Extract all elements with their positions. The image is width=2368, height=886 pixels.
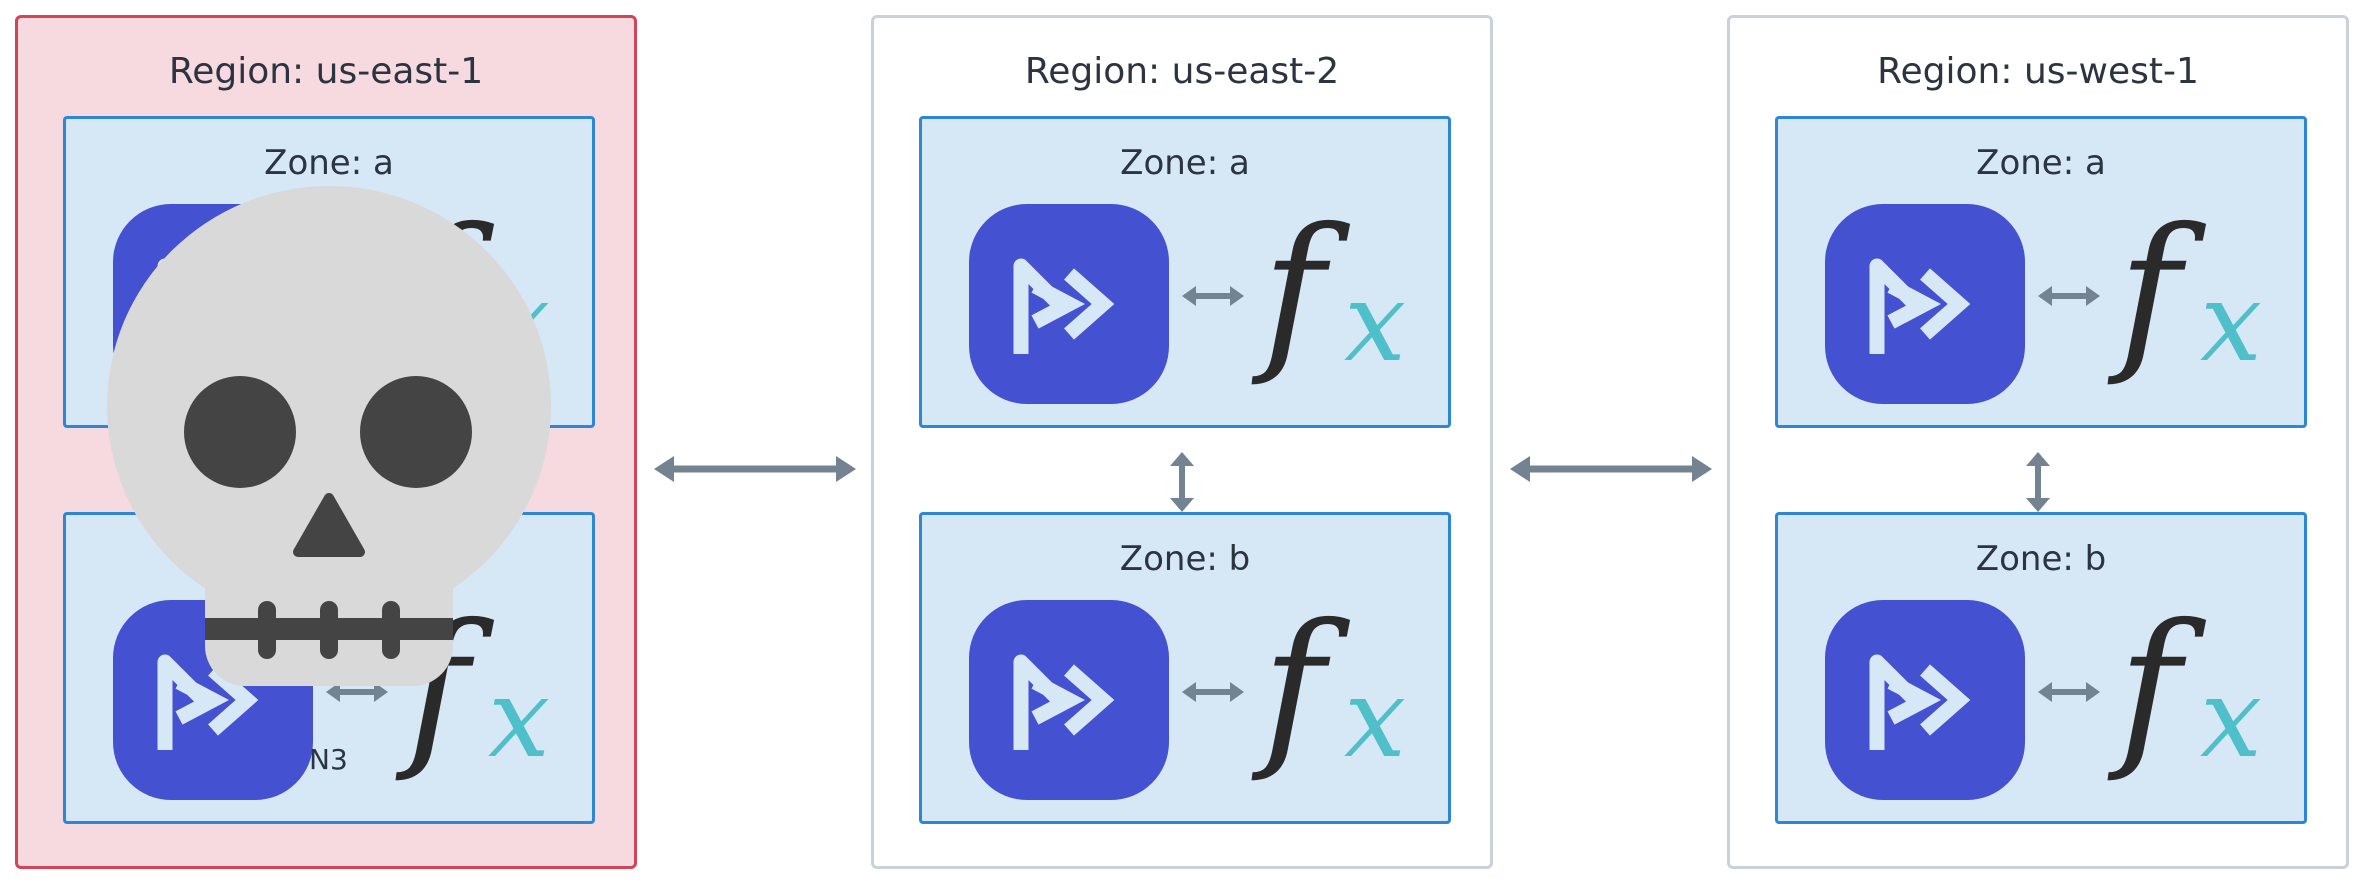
fx-x-glyph: x: [2200, 258, 2263, 386]
app-icon: [969, 204, 1169, 404]
fx-x-glyph: x: [1344, 654, 1407, 782]
skull-icon: [107, 186, 551, 686]
zone-b: Zone: b f x: [1775, 512, 2307, 824]
zone-title: Zone: a: [264, 143, 394, 183]
function-fx-icon: f x: [2108, 592, 2268, 790]
node-label: N3: [309, 743, 348, 776]
region-us-east-2: Region: us-east-2 Zone: a f x Zone: b: [871, 15, 1493, 869]
vertical-double-arrow-icon: [2026, 452, 2050, 512]
region-title: Region: us-west-1: [1877, 51, 2199, 92]
fx-f-glyph: f: [2118, 588, 2181, 786]
region-title: Region: us-east-2: [1024, 51, 1340, 92]
function-fx-icon: f x: [1252, 592, 1412, 790]
vertical-double-arrow-icon: [1170, 452, 1194, 512]
app-icon: [1825, 204, 2025, 404]
zone-title: Zone: b: [1975, 539, 2107, 579]
zone-b: Zone: b f x: [919, 512, 1451, 824]
app-icon: [1825, 600, 2025, 800]
region-link-arrow-2-3: [1510, 456, 1712, 482]
fx-x-glyph: x: [1344, 258, 1407, 386]
fx-f-glyph: f: [1262, 192, 1325, 390]
double-arrow-icon: [2038, 682, 2100, 702]
region-us-west-1: Region: us-west-1 Zone: a f x Zone: b: [1727, 15, 2349, 869]
zone-a: Zone: a f x: [1775, 116, 2307, 428]
fx-f-glyph: f: [2118, 192, 2181, 390]
region-title: Region: us-east-1: [168, 51, 484, 92]
double-arrow-icon: [2038, 286, 2100, 306]
zone-title: Zone: b: [1119, 539, 1251, 579]
function-fx-icon: f x: [2108, 196, 2268, 394]
zone-title: Zone: a: [1120, 143, 1250, 183]
fx-x-glyph: x: [2200, 654, 2263, 782]
region-link-arrow-1-2: [654, 456, 856, 482]
app-icon: [969, 600, 1169, 800]
function-fx-icon: f x: [1252, 196, 1412, 394]
double-arrow-icon: [1182, 682, 1244, 702]
fx-x-glyph: x: [488, 654, 551, 782]
double-arrow-icon: [1182, 286, 1244, 306]
fx-f-glyph: f: [1262, 588, 1325, 786]
zone-title: Zone: a: [1976, 143, 2106, 183]
double-arrow-icon: [326, 682, 388, 702]
zone-a: Zone: a f x: [919, 116, 1451, 428]
